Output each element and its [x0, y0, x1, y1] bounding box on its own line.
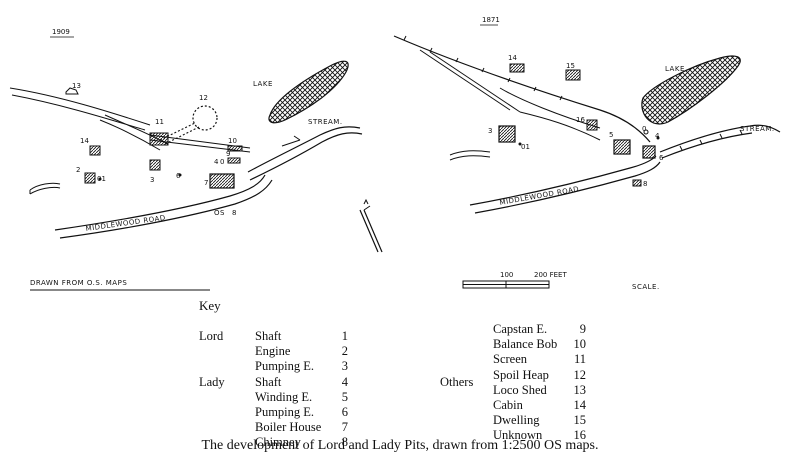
- key-group-column: Lord Lady: [199, 329, 225, 390]
- figure-caption: The development of Lord and Lady Pits, d…: [201, 438, 599, 453]
- lake-label-right: LAKE: [665, 65, 685, 73]
- left-map-year: 1909: [52, 28, 70, 36]
- road-label-right: MIDDLEWOOD ROAD: [499, 185, 580, 207]
- svg-text:2: 2: [76, 166, 80, 174]
- svg-text:13: 13: [72, 82, 81, 90]
- svg-text:12: 12: [199, 94, 208, 102]
- key-title: Key: [199, 298, 221, 313]
- svg-text:5: 5: [609, 131, 613, 139]
- svg-text:15: 15: [566, 62, 575, 70]
- svg-text:100: 100: [500, 271, 513, 279]
- svg-text:01: 01: [97, 175, 106, 183]
- svg-text:10: 10: [228, 137, 237, 145]
- svg-text:14: 14: [508, 54, 517, 62]
- left-map: 1909 LAKE STREAM. MIDDLEWOOD ROAD OS: [9, 28, 363, 291]
- north-arrow: [359, 198, 383, 253]
- svg-text:4: 4: [214, 158, 219, 166]
- svg-text:01: 01: [521, 143, 530, 151]
- svg-text:6: 6: [659, 154, 664, 162]
- svg-text:8: 8: [232, 209, 236, 217]
- key-group-lady: Lady: [199, 374, 225, 389]
- stream-label-right: STREAM.: [740, 125, 775, 133]
- key-right-numbers: 9 10 11 12 13 14 15 16: [573, 322, 587, 443]
- key-right-items: Capstan E. Balance Bob Screen Spoil Heap…: [493, 322, 558, 443]
- svg-text:11: 11: [155, 118, 164, 126]
- svg-text:3: 3: [488, 127, 492, 135]
- lake-label-left: LAKE: [253, 80, 273, 88]
- svg-text:0: 0: [220, 158, 224, 166]
- scale-label: SCALE.: [632, 283, 660, 291]
- svg-text:6: 6: [176, 172, 181, 180]
- svg-text:9: 9: [226, 150, 230, 158]
- svg-text:200 FEET: 200 FEET: [534, 271, 567, 279]
- right-map: 1871 LAKE STREAM. MIDDLEWOOD ROAD: [393, 16, 781, 291]
- svg-text:4: 4: [655, 132, 660, 140]
- scale-bar: 100 200 FEET SCALE.: [462, 271, 660, 291]
- maps-figure: 1909 LAKE STREAM. MIDDLEWOOD ROAD OS: [9, 16, 781, 291]
- svg-text:8: 8: [643, 180, 647, 188]
- lake-left: [268, 60, 349, 124]
- svg-text:7: 7: [204, 179, 208, 187]
- os-label-left: OS: [214, 209, 225, 217]
- key-left-numbers: 1 2 3 4 5 6 7 8: [341, 329, 348, 450]
- svg-text:0: 0: [642, 125, 646, 133]
- drawn-from-label: DRAWN FROM O.S. MAPS: [30, 279, 127, 287]
- key-group-lord: Lord: [199, 329, 224, 343]
- road-label-left: MIDDLEWOOD ROAD: [85, 214, 166, 233]
- svg-text:16: 16: [576, 116, 585, 124]
- key-left-items: Shaft Engine Pumping E. Shaft Winding E.…: [255, 329, 322, 450]
- svg-text:3: 3: [150, 176, 154, 184]
- svg-text:14: 14: [80, 137, 89, 145]
- spoil-heap: [192, 105, 218, 131]
- stream-label-left: STREAM.: [308, 118, 343, 126]
- lake-right: [641, 55, 741, 125]
- key-others-label: Others: [440, 375, 474, 389]
- right-map-year: 1871: [482, 16, 500, 24]
